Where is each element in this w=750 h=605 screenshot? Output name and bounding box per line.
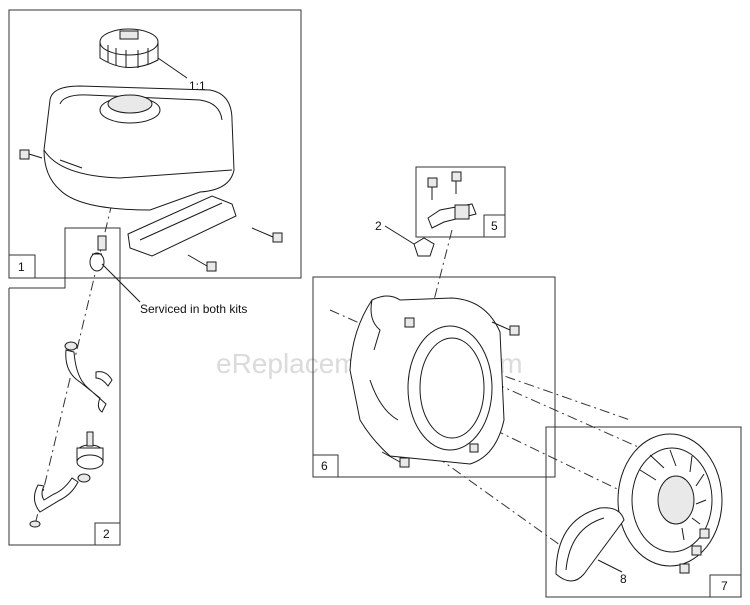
serviced-callout: Serviced in both kits <box>140 302 247 316</box>
fuel-tank <box>43 85 235 211</box>
kit-box-7: 7 <box>545 426 742 598</box>
bracket-screw-2 <box>451 171 462 194</box>
starter-bolt-1 <box>699 528 710 539</box>
starter-callout: 8 <box>620 572 627 586</box>
kit-box-2: 2 <box>8 227 121 546</box>
starter-bolt-2 <box>691 545 702 556</box>
housing-bolt-2 <box>491 321 520 336</box>
starter-bolt-3 <box>679 563 690 574</box>
fuel-cap <box>99 28 159 69</box>
tank-bolt-left <box>19 149 43 160</box>
fuel-hose-upper <box>64 341 113 413</box>
recoil-starter <box>617 433 723 567</box>
housing-bolt-1 <box>404 317 415 328</box>
shield-bolt-2 <box>187 254 217 272</box>
kit-number-1: 1 <box>18 260 25 274</box>
kit-box-5: 5 <box>415 166 506 238</box>
fuel-filter <box>76 431 104 470</box>
kit-box-1: 1 <box>8 9 302 279</box>
bracket <box>427 203 477 229</box>
shield-bolt-1 <box>251 227 283 243</box>
bracket-callout: 2 <box>375 219 382 233</box>
fuel-valve <box>89 235 107 272</box>
kit-number-5: 5 <box>491 219 498 233</box>
kit-number-7: 7 <box>721 579 728 593</box>
fuel-hose-lower <box>29 473 91 528</box>
bracket-clip <box>413 237 435 257</box>
blower-housing <box>349 295 505 465</box>
bracket-screw-1 <box>427 177 438 200</box>
kit-number-2: 2 <box>103 527 110 541</box>
housing-bolt-3 <box>381 451 410 468</box>
kit-box-6: 6 <box>312 276 556 478</box>
heat-shield <box>127 195 237 257</box>
kit-number-6: 6 <box>321 459 328 473</box>
starter-handle <box>555 507 625 582</box>
